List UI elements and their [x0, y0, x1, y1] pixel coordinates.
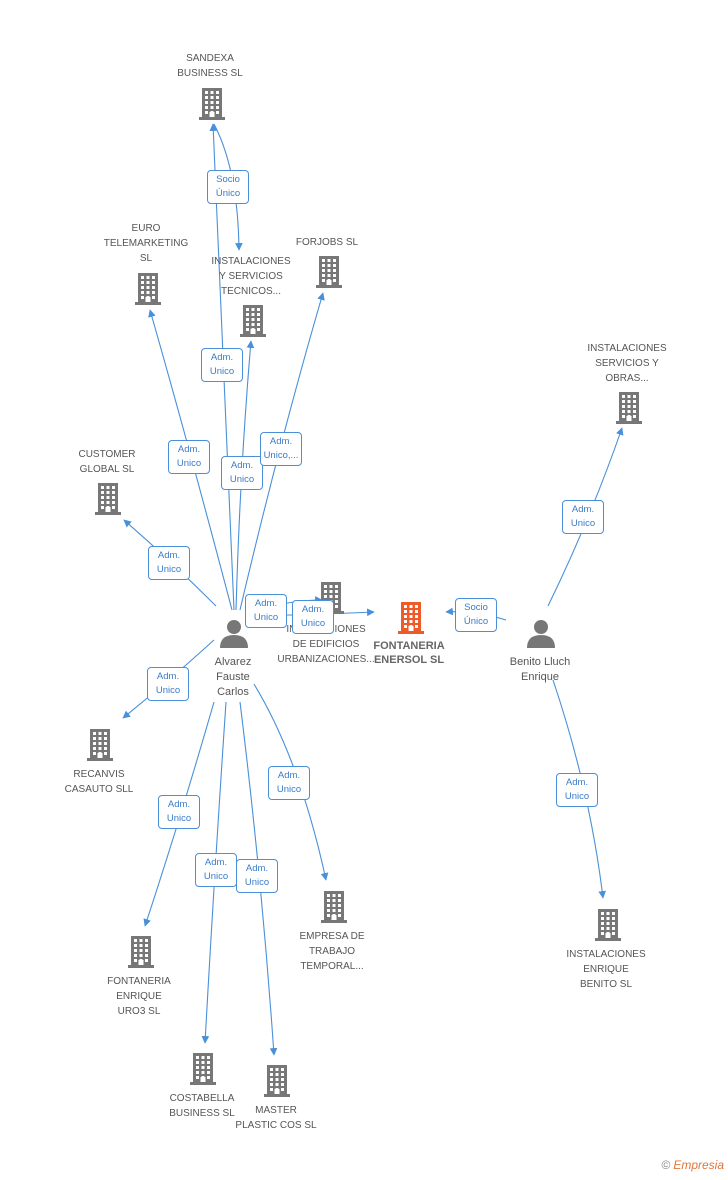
company-icon-master[interactable]	[264, 1065, 290, 1097]
company-icon-fontaneria[interactable]	[398, 602, 424, 634]
company-icon-euro[interactable]	[135, 273, 161, 305]
company-icon-fonturo[interactable]	[128, 936, 154, 968]
edge-label-alvarez-to-instec[interactable]: Adm. Unico	[221, 456, 263, 490]
edge-label-alvarez-to-master[interactable]: Adm. Unico	[236, 859, 278, 893]
edge-label-alvarez-to-fonturo[interactable]: Adm. Unico	[158, 795, 200, 829]
credit: ©Empresia	[661, 1158, 724, 1172]
company-icon-empresa[interactable]	[321, 891, 347, 923]
company-icon-instobras[interactable]	[616, 392, 642, 424]
copyright-icon: ©	[661, 1158, 671, 1172]
edge-label-alvarez-to-sandexa[interactable]: Adm. Unico	[201, 348, 243, 382]
company-icon-instec[interactable]	[240, 305, 266, 337]
edge-label-benito-to-instobras[interactable]: Adm. Unico	[562, 500, 604, 534]
edge-label-alvarez-to-forjobs[interactable]: Adm. Unico,...	[260, 432, 302, 466]
company-icon-sandexa[interactable]	[199, 88, 225, 120]
company-icon-costabella[interactable]	[190, 1053, 216, 1085]
node-label-fontaneria[interactable]: FONTANERIA ENERSOL SL	[373, 640, 445, 666]
company-icon-customer[interactable]	[95, 483, 121, 515]
node-label-fonturo[interactable]: FONTANERIA ENRIQUE URO3 SL	[107, 976, 171, 1017]
node-label-instobras[interactable]: INSTALACIONES SERVICIOS Y OBRAS...	[587, 343, 667, 384]
company-icon-forjobs[interactable]	[316, 256, 342, 288]
edge-label-alvarez-to-empresa[interactable]: Adm. Unico	[268, 766, 310, 800]
node-label-costabella[interactable]: COSTABELLA BUSINESS SL	[169, 1093, 235, 1119]
edge-label-alvarez-to-costabella[interactable]: Adm. Unico	[195, 853, 237, 887]
node-label-euro[interactable]: EURO TELEMARKETING SL	[103, 223, 189, 264]
node-label-forjobs[interactable]: FORJOBS SL	[295, 237, 359, 248]
person-icon-benito[interactable]	[527, 620, 555, 648]
person-icon-alvarez[interactable]	[220, 620, 248, 648]
node-label-customer[interactable]: CUSTOMER GLOBAL SL	[78, 449, 136, 475]
edge-label-alvarez-to-fontaneria[interactable]: Adm. Unico	[292, 600, 334, 634]
edge-label-alvarez-to-recanvis[interactable]: Adm. Unico	[147, 667, 189, 701]
company-icon-recanvis[interactable]	[87, 729, 113, 761]
edge-label-alvarez-to-euro[interactable]: Adm. Unico	[168, 440, 210, 474]
node-label-master[interactable]: MASTER PLASTIC COS SL	[235, 1105, 317, 1131]
brand-logo: Empresia	[673, 1158, 724, 1172]
node-label-instec[interactable]: INSTALACIONES Y SERVICIOS TECNICOS...	[211, 256, 291, 297]
node-label-benito[interactable]: Benito Lluch Enrique	[509, 656, 571, 683]
edge-label-alvarez-to-instedif[interactable]: Adm. Unico	[245, 594, 287, 628]
company-icon-instenrique[interactable]	[595, 909, 621, 941]
edge-label-benito-to-instenrique[interactable]: Adm. Unico	[556, 773, 598, 807]
node-label-sandexa[interactable]: SANDEXA BUSINESS SL	[177, 53, 243, 79]
node-label-instenrique[interactable]: INSTALACIONES ENRIQUE BENITO SL	[566, 949, 646, 990]
edge-label-alvarez-to-customer[interactable]: Adm. Unico	[148, 546, 190, 580]
node-label-alvarez[interactable]: Alvarez Fauste Carlos	[214, 656, 252, 698]
node-label-recanvis[interactable]: RECANVIS CASAUTO SLL	[64, 769, 134, 795]
node-label-empresa[interactable]: EMPRESA DE TRABAJO TEMPORAL...	[299, 931, 365, 972]
edge-label-benito-to-fontaneria[interactable]: Socio Único	[455, 598, 497, 632]
edge-label-sandexa-to-instec[interactable]: Socio Único	[207, 170, 249, 204]
